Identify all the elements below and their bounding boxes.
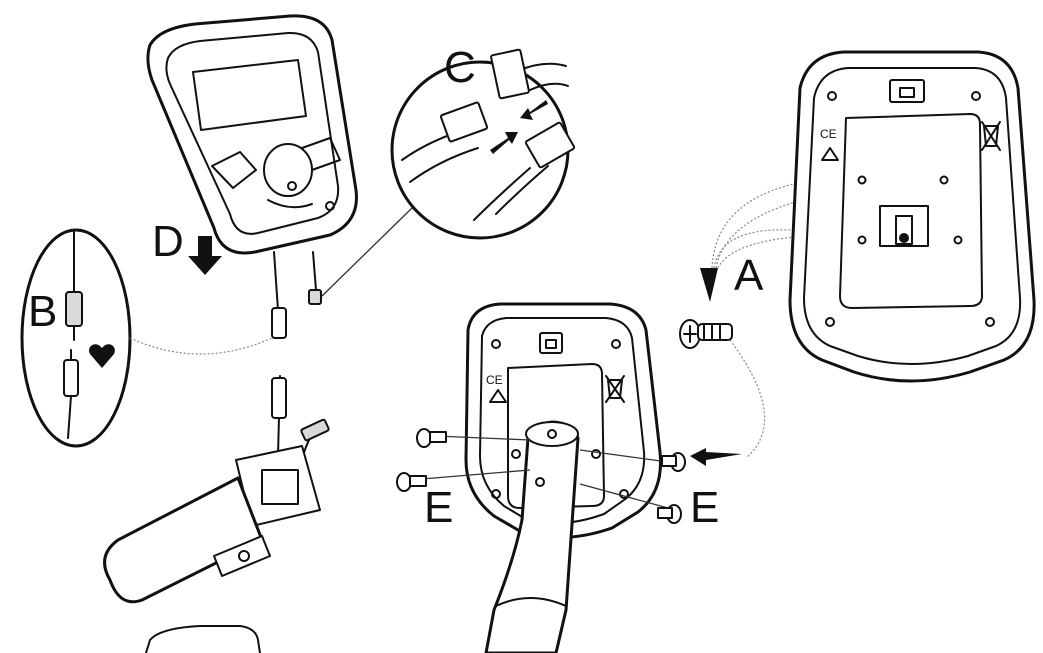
ce-mark-icon: CE (820, 127, 837, 141)
screws-e-right (579, 448, 742, 524)
detail-b-jack (20, 228, 273, 448)
label-d: D (152, 217, 184, 266)
console-back-mounted: CE (464, 302, 663, 653)
label-e-right: E (690, 483, 719, 532)
down-arrow-icon (188, 236, 222, 275)
detail-c-connector (321, 48, 576, 297)
weee-bin-icon (981, 121, 1001, 151)
screws-e-left (396, 428, 531, 492)
heart-icon (89, 344, 115, 368)
console-partial-bottom (145, 625, 261, 653)
weee-bin-icon (605, 375, 625, 403)
label-a: A (734, 251, 764, 300)
label-b: B (28, 287, 57, 336)
recycle-icon (821, 147, 839, 161)
console-back-detached: CE (788, 50, 1036, 383)
recycle-icon (489, 389, 507, 403)
ce-mark-icon: CE (486, 373, 503, 387)
label-c: C (444, 43, 476, 92)
mast-bracket-with-cables (103, 375, 330, 604)
console-front (146, 14, 358, 339)
label-e-left: E (424, 483, 453, 532)
